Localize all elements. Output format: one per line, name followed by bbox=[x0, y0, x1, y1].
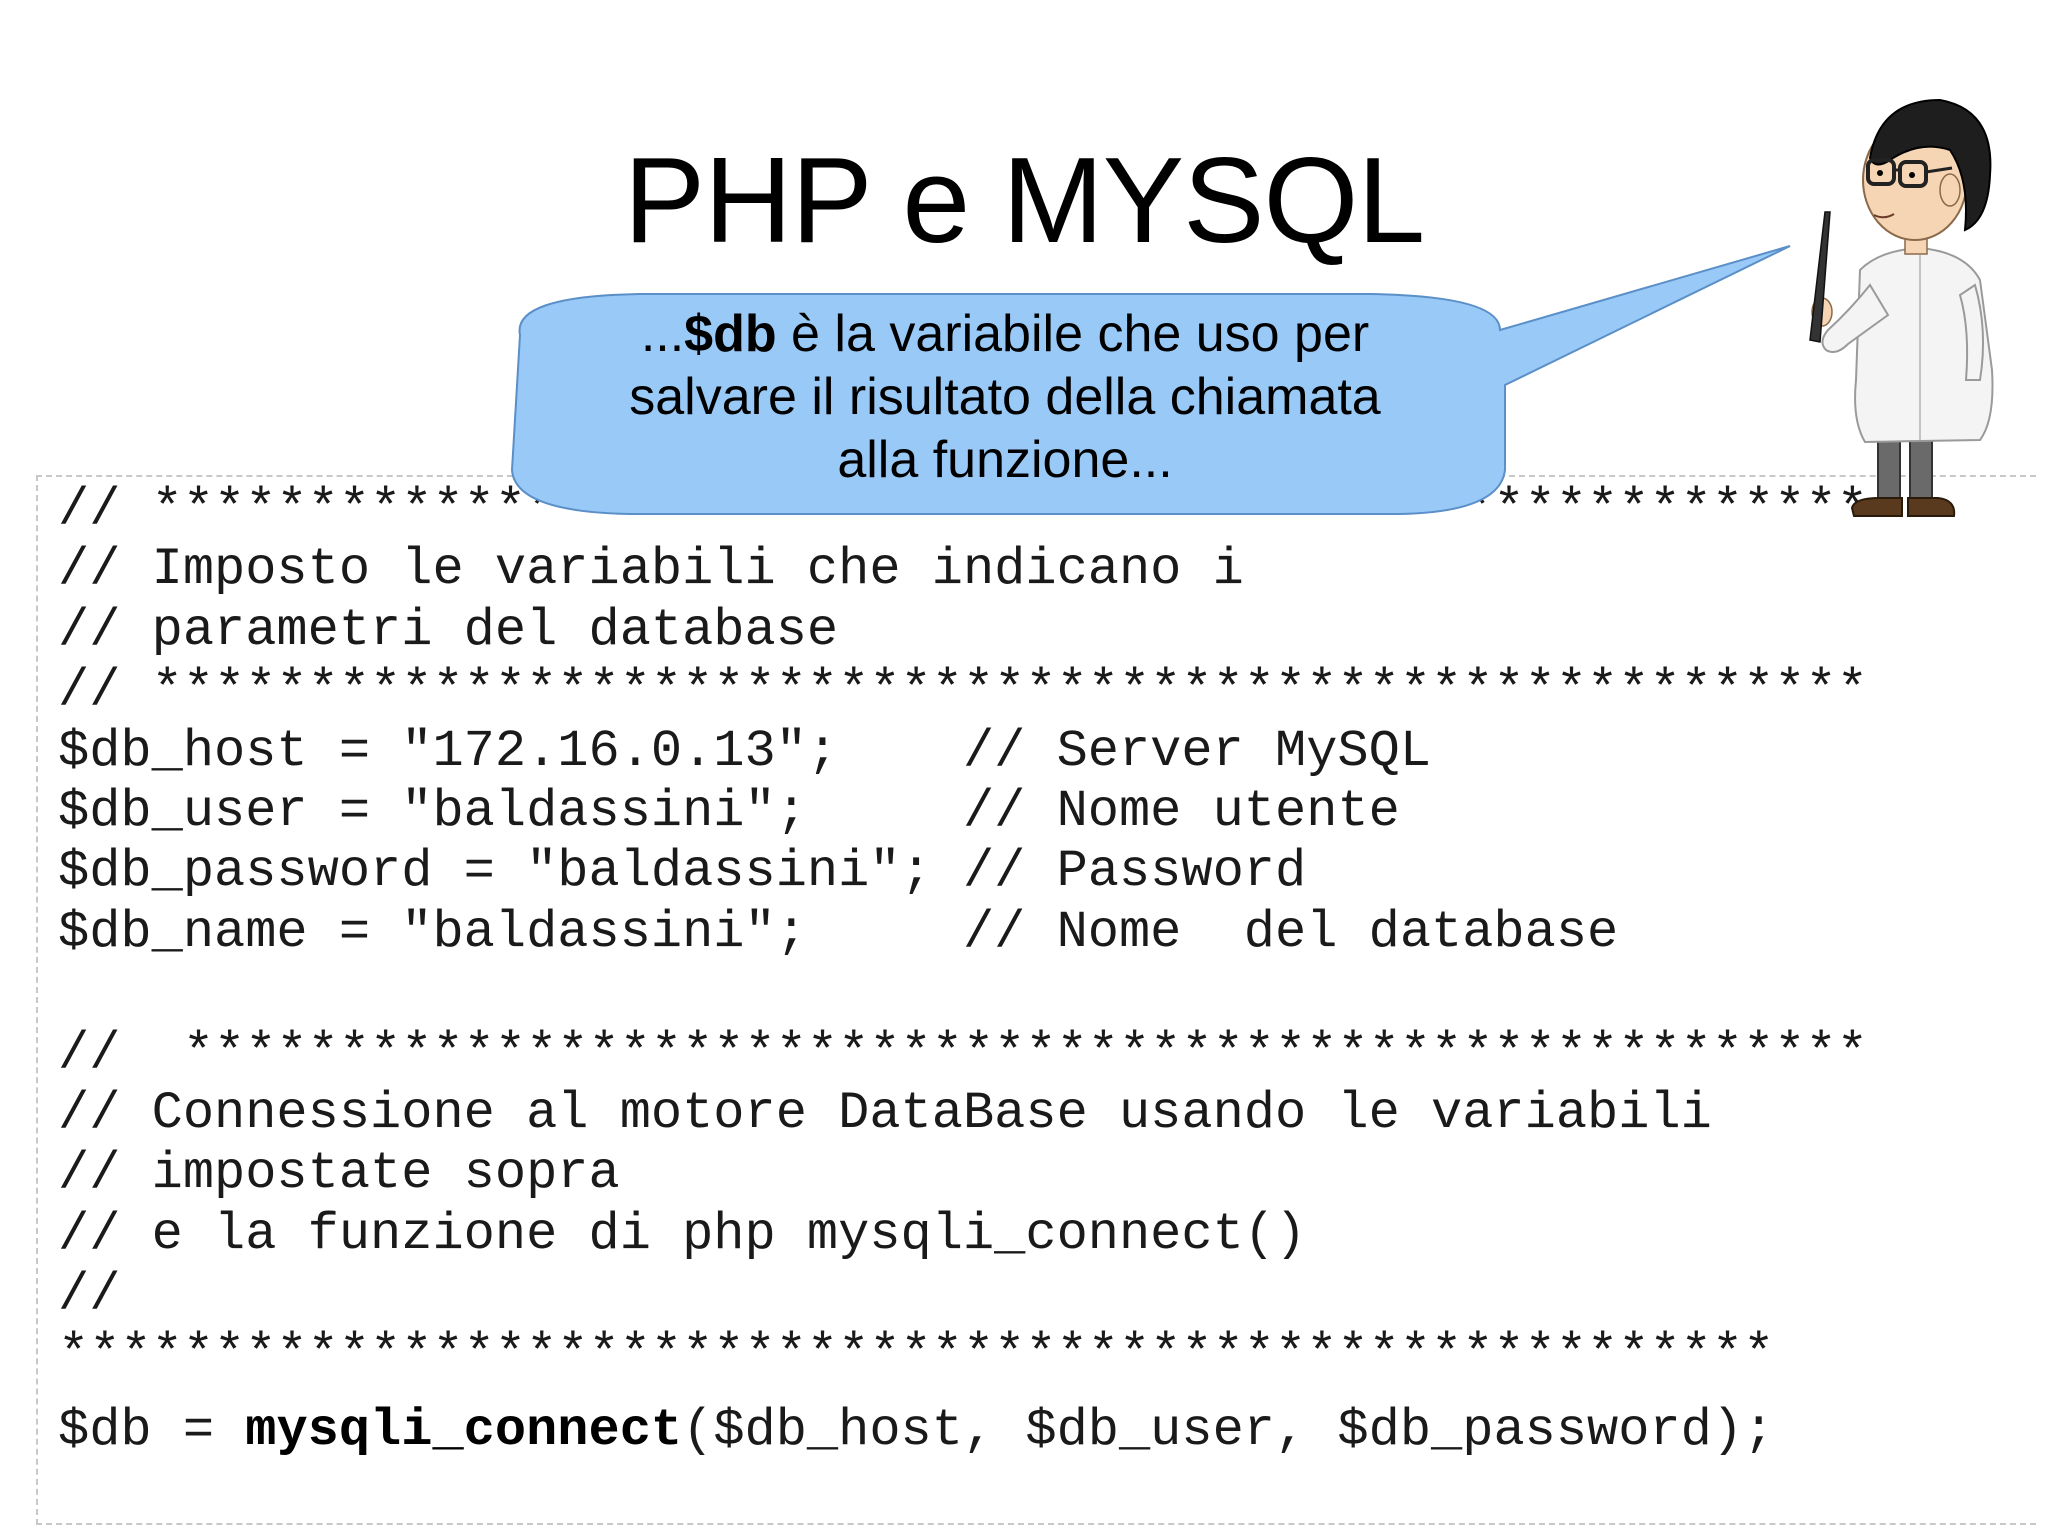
slide-title: PHP e MYSQL bbox=[623, 132, 1425, 268]
code-block: // *************************************… bbox=[58, 480, 1868, 1461]
code-line: // *************************************… bbox=[58, 661, 1868, 721]
code-line: $db_name = "baldassini"; // Nome del dat… bbox=[58, 902, 1619, 962]
bubble-line-1: ...$db è la variabile che uso per bbox=[640, 305, 1370, 363]
scientist-icon bbox=[1809, 98, 1994, 517]
speech-bubble-text: ...$db è la variabile che uso per salvar… bbox=[515, 303, 1495, 492]
code-line: // impostate sopra bbox=[58, 1144, 620, 1204]
code-line: // bbox=[58, 1265, 121, 1325]
code-line: $db_host = "172.16.0.13"; // Server MySQ… bbox=[58, 721, 1432, 781]
code-line: // e la funzione di php mysqli_connect() bbox=[58, 1204, 1307, 1264]
code-line: ****************************************… bbox=[58, 1325, 1775, 1385]
connect-assign: $db = bbox=[58, 1400, 246, 1460]
code-line-connect: $db = mysqli_connect($db_host, $db_user,… bbox=[58, 1401, 1868, 1461]
code-line: // parametri del database bbox=[58, 600, 839, 660]
code-line: $db_user = "baldassini"; // Nome utente bbox=[58, 781, 1400, 841]
code-line: // *************************************… bbox=[58, 1023, 1868, 1083]
connect-args: ($db_host, $db_user, $db_password); bbox=[682, 1400, 1775, 1460]
code-line bbox=[58, 963, 1868, 1023]
bubble-line-3: alla funzione... bbox=[837, 431, 1173, 489]
bubble-line-2: salvare il risultato della chiamata bbox=[629, 368, 1381, 426]
connect-function: mysqli_connect bbox=[245, 1400, 683, 1460]
code-line: $db_password = "baldassini"; // Password bbox=[58, 842, 1307, 902]
bubble-variable: $db bbox=[684, 305, 777, 363]
code-line: // Imposto le variabili che indicano i bbox=[58, 540, 1244, 600]
code-line: // Connessione al motore DataBase usando… bbox=[58, 1083, 1712, 1143]
